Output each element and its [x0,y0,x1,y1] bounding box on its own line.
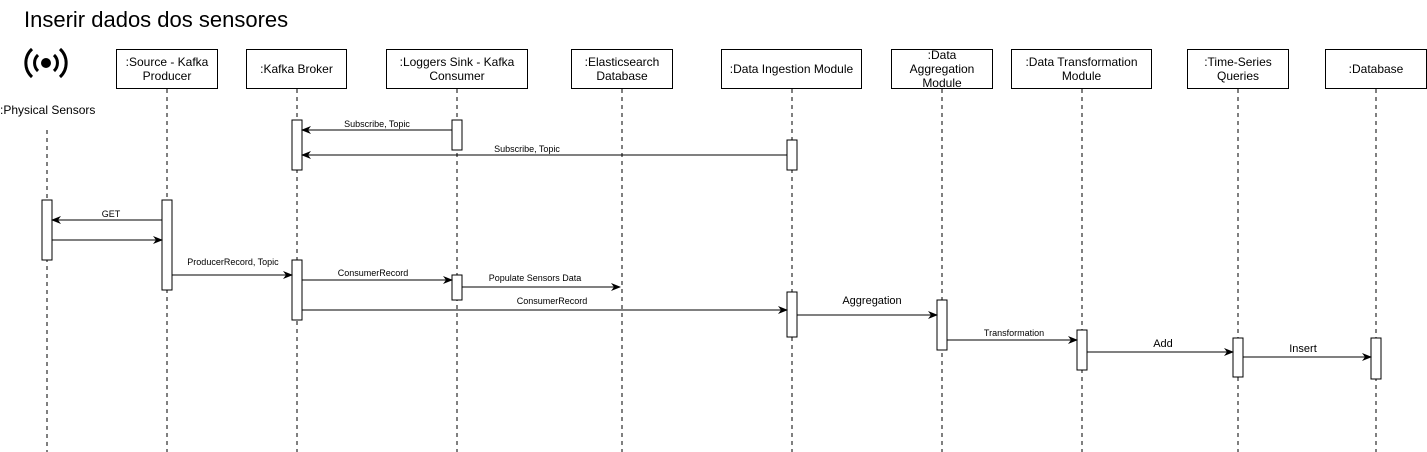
activation-source-kafka-producer [161,199,173,291]
participant-data-aggregation: :Data Aggregation Module [891,48,993,90]
label-subscribe-topic-1: Subscribe, Topic [344,119,410,129]
label-aggregation: Aggregation [842,295,902,307]
label-subscribe-topic-2: Subscribe, Topic [494,144,560,154]
activation-data-ingestion-1 [786,139,798,171]
activation-data-transformation [1076,329,1088,371]
participant-time-series-queries: :Time-Series Queries [1187,49,1289,89]
participant-elasticsearch: :Elasticsearch Database [571,49,673,89]
activation-loggers-sink-2 [451,274,463,301]
activation-physical-sensors [41,199,53,261]
diagram-title: Inserir dados dos sensores [24,7,289,32]
label-populate-sensors-data: Populate Sensors Data [488,273,582,283]
participant-kafka-broker: :Kafka Broker [246,49,347,89]
participant-source-kafka-producer: :Source - Kafka Producer [116,49,218,89]
label-producer-record-topic: ProducerRecord, Topic [187,257,279,267]
activation-kafka-broker-2 [291,259,303,321]
label-consumer-record-1: ConsumerRecord [337,268,409,278]
activation-time-series-queries [1232,337,1244,378]
participant-database: :Database [1325,49,1427,89]
radio-signal-icon [24,47,68,79]
label-consumer-record-2: ConsumerRecord [516,296,588,306]
label-add: Add [1153,338,1173,350]
label-insert: Insert [1289,343,1317,355]
activation-database [1370,337,1382,380]
label-transformation: Transformation [983,328,1045,338]
participant-data-transformation: :Data Transformation Module [1011,49,1152,89]
activation-loggers-sink-1 [451,119,463,151]
activation-kafka-broker-1 [291,119,303,171]
label-get: GET [101,209,121,219]
participant-physical-sensors: :Physical Sensors [0,103,96,117]
participant-loggers-sink: :Loggers Sink - Kafka Consumer [386,49,528,89]
participant-data-ingestion: :Data Ingestion Module [721,49,862,89]
activation-data-ingestion-2 [786,291,798,338]
activation-data-aggregation [936,299,948,351]
